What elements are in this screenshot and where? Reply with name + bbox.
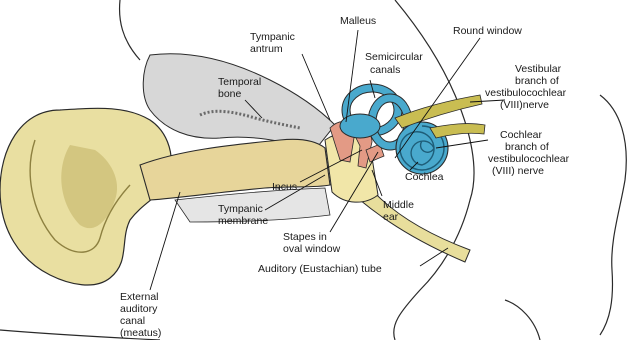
label-stapes-line2: oval window — [283, 243, 341, 255]
label-external-line3: canal — [120, 315, 145, 327]
label-external-line2: auditory — [120, 303, 158, 315]
label-cochlear-line2: branch of — [505, 141, 549, 153]
label-temporal-line2: bone — [218, 88, 242, 100]
label-middle-ear-line2: ear — [383, 211, 399, 223]
temporal-bone — [143, 54, 335, 150]
neck-outline — [600, 95, 626, 335]
label-tympanic-membrane: Tympanic membrane — [218, 203, 268, 227]
label-temporal-line1: Temporal — [218, 76, 261, 88]
label-cochlear-line1: Cochlear — [500, 129, 543, 141]
leader-auditory-tube — [420, 248, 448, 266]
label-tympanic-antrum: Tympanic antrum — [250, 31, 298, 55]
label-auditory-tube: Auditory (Eustachian) tube — [258, 263, 382, 275]
label-vestibular-line1: Vestibular — [515, 63, 562, 75]
label-tympanic-antrum-line2: antrum — [250, 43, 283, 55]
label-stapes-line1: Stapes in — [283, 231, 327, 243]
label-malleus: Malleus — [340, 15, 376, 27]
leader-malleus — [346, 30, 358, 122]
label-tympanic-membrane-line1: Tympanic — [218, 203, 263, 215]
label-cochlea: Cochlea — [405, 171, 444, 183]
label-cochlear-line3: vestibulocochlear — [488, 153, 570, 165]
label-tympanic-antrum-line1: Tympanic — [250, 31, 295, 43]
label-tympanic-membrane-line2: membrane — [218, 215, 268, 227]
label-cochlear-line4: (VIII) nerve — [492, 165, 544, 177]
label-round-window: Round window — [453, 25, 522, 37]
label-external-line1: External — [120, 291, 159, 303]
label-external-canal: External auditory canal (meatus) — [120, 291, 161, 339]
label-cochlear-branch: Cochlear branch of vestibulocochlear (VI… — [488, 129, 572, 177]
label-vestibular-line3: vestibulocochlear — [485, 87, 567, 99]
cochlear-nerve — [430, 124, 485, 138]
label-semicircular-canals: Semicircular canals — [365, 51, 426, 76]
label-semicircular-line2: canals — [370, 64, 400, 76]
label-external-line4: (meatus) — [120, 327, 161, 339]
label-stapes: Stapes in oval window — [283, 231, 341, 255]
label-vestibular-line4: (VIII)nerve — [500, 99, 549, 111]
label-semicircular-line1: Semicircular — [365, 51, 423, 63]
leader-external-canal — [150, 192, 180, 290]
label-middle-ear-line1: Middle — [383, 199, 414, 211]
label-vestibular-line2: branch of — [515, 75, 559, 87]
label-vestibular-branch: Vestibular branch of vestibulocochlear (… — [485, 63, 569, 111]
label-incus: Incus — [272, 181, 297, 193]
jaw-outline — [505, 300, 540, 340]
